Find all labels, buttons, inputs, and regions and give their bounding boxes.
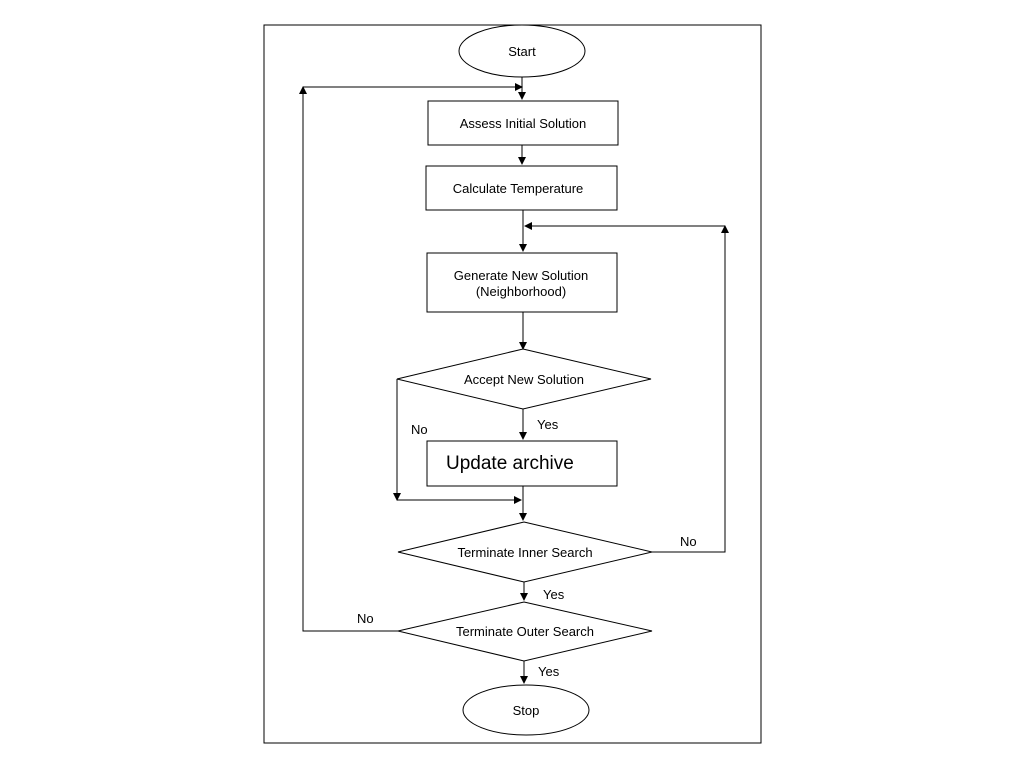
- update-archive-box: Update archive: [426, 440, 618, 487]
- start-label: Start: [508, 44, 536, 59]
- outer-no-label: No: [357, 611, 374, 626]
- update-archive-label: Update archive: [446, 453, 574, 474]
- start-node: Start: [458, 24, 586, 78]
- generate-new-solution-box: Generate New Solution (Neighborhood): [426, 252, 618, 313]
- terminate-inner-search-decision: Terminate Inner Search: [397, 521, 653, 583]
- terminate-outer-search-label: Terminate Outer Search: [456, 624, 594, 639]
- generate-new-solution-sublabel: (Neighborhood): [476, 284, 566, 299]
- stop-node: Stop: [462, 684, 590, 736]
- stop-label: Stop: [513, 703, 540, 718]
- edge-outer-no-loop: [299, 86, 398, 632]
- accept-new-solution-decision: Accept New Solution: [396, 348, 652, 410]
- generate-new-solution-label: Generate New Solution: [454, 268, 588, 283]
- assess-initial-solution-box: Assess Initial Solution: [427, 100, 619, 146]
- outer-yes-label: Yes: [538, 664, 560, 679]
- terminate-outer-search-decision: Terminate Outer Search: [397, 601, 653, 662]
- assess-initial-solution-label: Assess Initial Solution: [460, 116, 586, 131]
- edge-inner-no-loop: [652, 225, 729, 553]
- accept-yes-label: Yes: [537, 417, 559, 432]
- accept-new-solution-label: Accept New Solution: [464, 372, 584, 387]
- terminate-inner-search-label: Terminate Inner Search: [457, 545, 592, 560]
- calculate-temperature-box: Calculate Temperature: [425, 165, 618, 211]
- accept-no-label: No: [411, 422, 428, 437]
- inner-no-label: No: [680, 534, 697, 549]
- calculate-temperature-label: Calculate Temperature: [453, 181, 584, 196]
- inner-yes-label: Yes: [543, 587, 565, 602]
